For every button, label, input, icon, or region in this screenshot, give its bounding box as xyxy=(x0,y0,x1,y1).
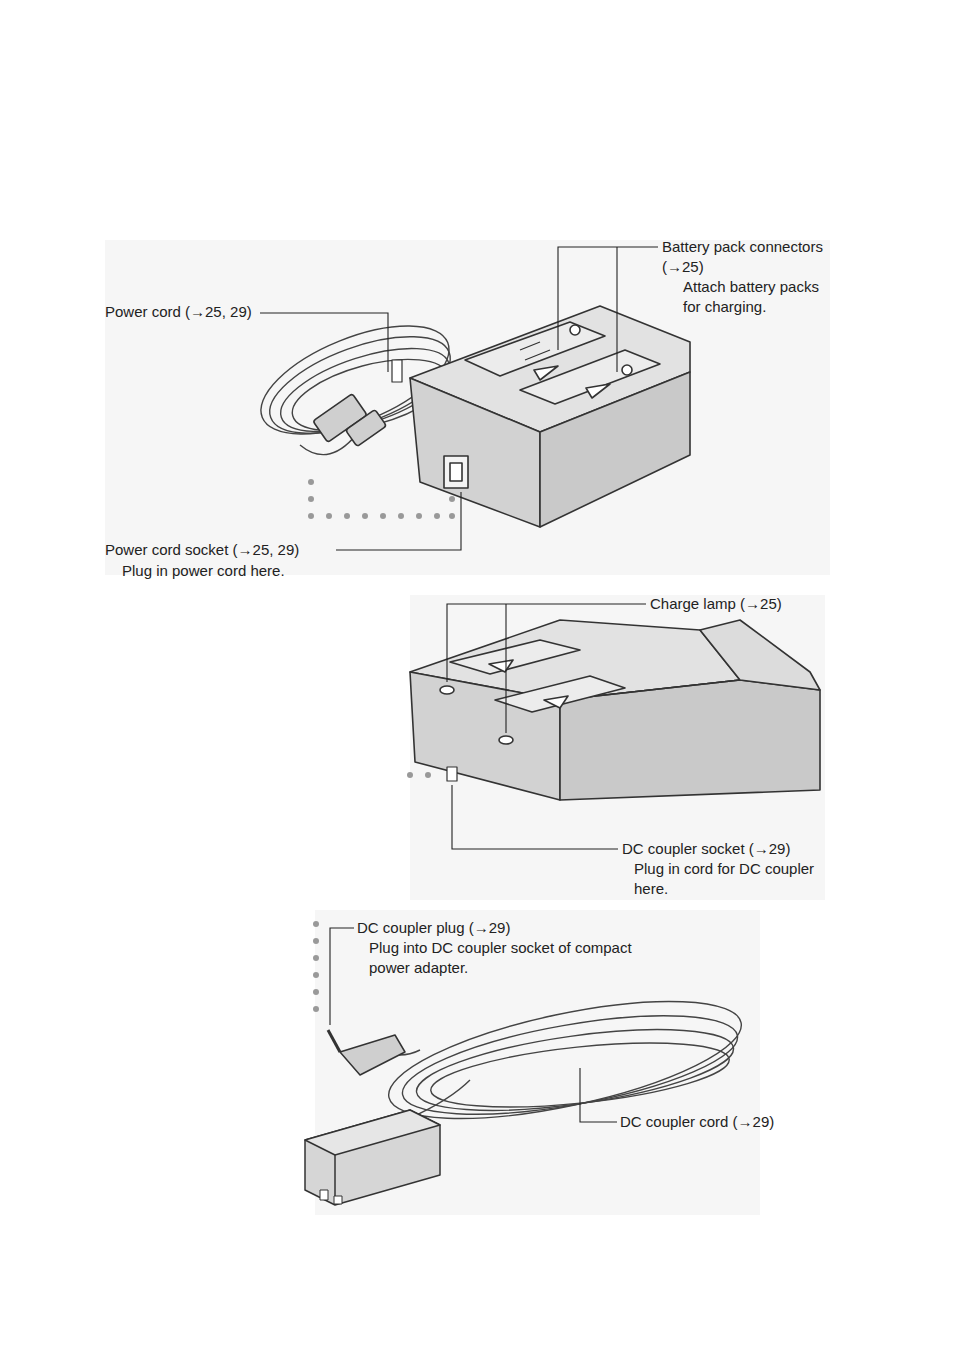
charger-top-view xyxy=(247,304,690,527)
part-name: Battery pack connectors (→25) xyxy=(662,237,834,277)
part-name: DC coupler socket (→29) xyxy=(622,839,832,859)
part-name: Power cord (→25, 29) xyxy=(105,302,265,322)
part-name: DC coupler plug (→29) xyxy=(357,918,597,938)
leader-line xyxy=(260,247,658,550)
dot-trail xyxy=(313,921,319,1012)
part-name: DC coupler cord (→29) xyxy=(620,1112,820,1132)
leader-line xyxy=(447,604,646,849)
dot-trail xyxy=(407,772,431,778)
part-note: Plug into DC coupler socket of compact p… xyxy=(369,938,659,978)
part-name: Power cord socket (→25, 29) xyxy=(105,540,345,560)
part-note: Attach battery packs for charging. xyxy=(683,277,833,317)
part-note: Plug in cord for DC coupler here. xyxy=(634,859,834,899)
part-name: Charge lamp (→25) xyxy=(650,594,820,614)
leader-line xyxy=(330,928,617,1122)
dot-trail xyxy=(308,479,455,519)
charger-front-view xyxy=(410,620,820,800)
dc-coupler xyxy=(305,978,751,1205)
part-note: Plug in power cord here. xyxy=(122,561,342,581)
